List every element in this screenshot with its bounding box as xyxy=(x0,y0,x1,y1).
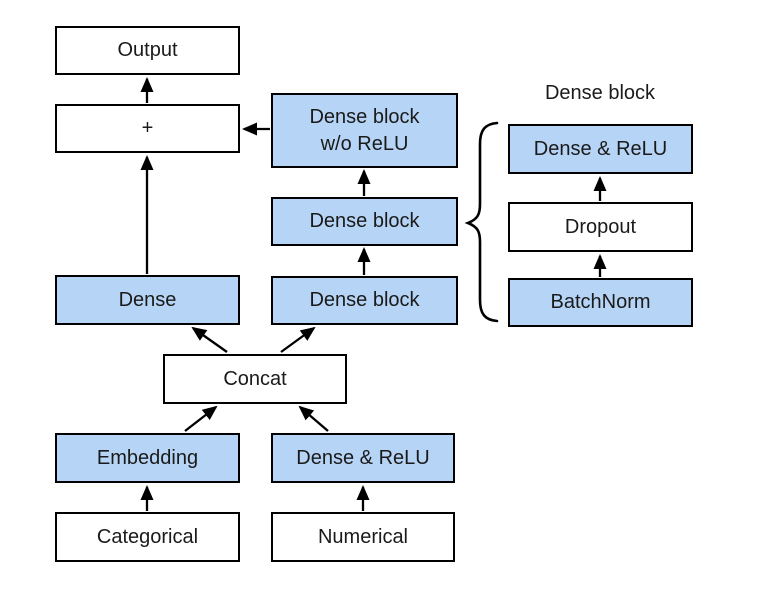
node-dense-block-bottom-label: Dense block xyxy=(309,289,420,311)
arrow-dense-relu-to-concat xyxy=(298,405,329,432)
legend-node-batchnorm-label: BatchNorm xyxy=(550,291,651,313)
legend-node-dropout: Dropout xyxy=(508,202,693,252)
node-dense-relu: Dense & ReLU xyxy=(271,433,455,483)
node-dense-block-mid: Dense block xyxy=(271,197,458,246)
node-dense-block-wo-relu: Dense block w/o ReLU xyxy=(271,93,458,168)
node-output: Output xyxy=(55,26,240,75)
node-output-label: Output xyxy=(117,39,178,61)
node-embedding: Embedding xyxy=(55,433,240,483)
legend-node-dropout-label: Dropout xyxy=(564,215,637,238)
arrow-embedding-to-concat xyxy=(184,405,218,432)
arrow-concat-to-dense-block xyxy=(280,326,316,353)
node-dense: Dense xyxy=(55,275,240,325)
node-add-label: + xyxy=(141,117,154,139)
node-categorical-label: Categorical xyxy=(96,525,199,548)
node-add: + xyxy=(55,104,240,153)
legend-title: Dense block xyxy=(544,82,656,104)
arrow-concat-to-dense xyxy=(191,326,228,353)
node-dense-block-mid-label: Dense block xyxy=(309,210,420,232)
node-dense-label: Dense xyxy=(118,288,177,311)
node-categorical: Categorical xyxy=(55,512,240,562)
node-concat: Concat xyxy=(163,354,347,404)
node-dense-relu-label: Dense & ReLU xyxy=(296,446,430,469)
legend-node-dense-relu-label: Dense & ReLU xyxy=(533,137,668,160)
curly-brace xyxy=(464,121,499,323)
node-concat-label: Concat xyxy=(223,367,287,390)
legend-node-dense-relu: Dense & ReLU xyxy=(508,124,693,174)
node-dense-block-wo-relu-line2: w/o ReLU xyxy=(320,132,409,155)
legend-node-batchnorm: BatchNorm xyxy=(508,278,693,327)
node-numerical-label: Numerical xyxy=(317,525,409,548)
node-dense-block-wo-relu-line1: Dense block xyxy=(309,105,420,128)
node-embedding-label: Embedding xyxy=(96,446,199,469)
node-dense-block-bottom: Dense block xyxy=(271,276,458,325)
node-numerical: Numerical xyxy=(271,512,455,562)
